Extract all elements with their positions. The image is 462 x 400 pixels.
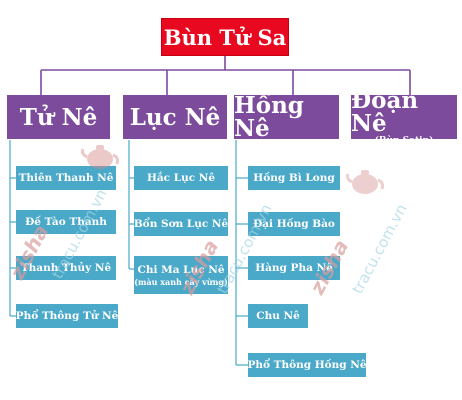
item-thien-thanh-ne: Thiên Thanh Nê bbox=[16, 166, 116, 190]
item-hong-bi-long: Hồng Bì Long bbox=[248, 166, 340, 190]
item-label: Chi Ma Lục Nê bbox=[137, 263, 225, 276]
item-label: Hắc Lục Nê bbox=[146, 172, 216, 184]
category-label: Lục Nê bbox=[129, 103, 221, 131]
category-sublabel: (Bùn Satin) bbox=[374, 135, 434, 146]
item-hac-luc-ne: Hắc Lục Nê bbox=[134, 166, 228, 190]
category-tu-ne: Tử Nê bbox=[7, 95, 110, 139]
item-label: Bổn Sơn Lục Nê bbox=[133, 218, 229, 230]
category-label: Tử Nê bbox=[19, 103, 98, 131]
root-node: Bùn Tử Sa bbox=[161, 18, 289, 56]
item-pho-thong-tu-ne: Phổ Thông Tử Nê bbox=[16, 304, 118, 328]
category-doan-ne: Đoạn Nê (Bùn Satin) bbox=[351, 89, 457, 146]
item-note: (màu xanh cây vừng) bbox=[134, 276, 228, 287]
item-chu-ne: Chu Nê bbox=[248, 304, 308, 328]
item-de-tao-thanh: Đế Tào Thanh bbox=[16, 210, 116, 234]
item-dai-hong-bao: Đại Hồng Bào bbox=[248, 212, 340, 236]
category-label: Đoạn Nê bbox=[351, 86, 419, 137]
item-pho-thong-hong-ne: Phổ Thông Hồng Nê bbox=[247, 353, 367, 377]
item-chi-ma-luc-ne: Chi Ma Lục Nê (màu xanh cây vừng) bbox=[134, 256, 228, 294]
category-label: Hồng Nê bbox=[234, 92, 304, 142]
category-luc-ne: Lục Nê bbox=[123, 95, 227, 139]
item-bon-son-luc-ne: Bổn Sơn Lục Nê bbox=[134, 212, 228, 236]
category-hong-ne: Hồng Nê bbox=[234, 92, 339, 142]
item-thanh-thuy-ne: Thanh Thủy Nê bbox=[16, 256, 116, 280]
item-hang-pha-ne: Hàng Pha Nê bbox=[248, 256, 340, 280]
